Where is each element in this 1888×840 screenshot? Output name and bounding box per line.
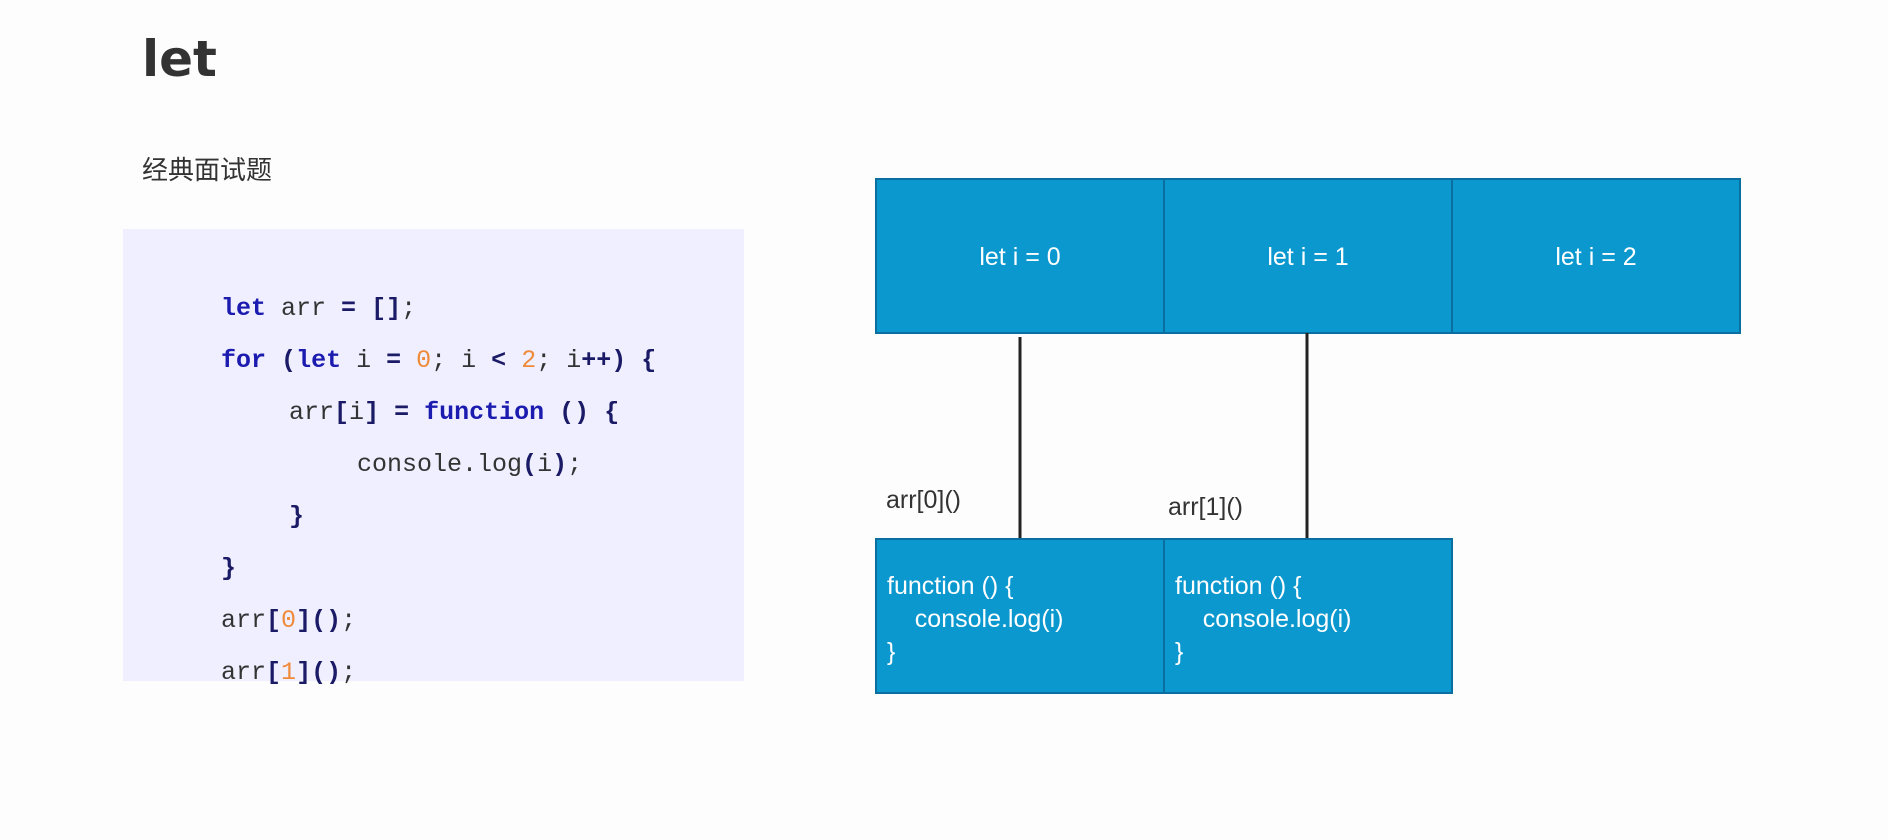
code-line-5: } bbox=[123, 472, 850, 562]
code-line-2: for (let i = 0; i < 2; i++) { bbox=[123, 316, 782, 406]
function-box-1 bbox=[1163, 538, 1453, 694]
fn-line: } bbox=[887, 638, 896, 666]
top-box-1 bbox=[1163, 178, 1453, 334]
fn-line: function () { bbox=[887, 572, 1014, 600]
code-token: { bbox=[641, 346, 657, 375]
code-token: 1 bbox=[281, 658, 297, 687]
code-token: = bbox=[394, 398, 410, 427]
code-line-6: } bbox=[123, 524, 782, 614]
fn-line: console.log(i) bbox=[914, 605, 1064, 633]
fn-line: } bbox=[1175, 638, 1184, 666]
code-token: ; bbox=[401, 294, 417, 323]
top-box-label-2: let i = 2 bbox=[1555, 243, 1637, 271]
code-token: for bbox=[221, 346, 267, 375]
code-token: ; bbox=[341, 606, 357, 635]
code-token: } bbox=[289, 502, 305, 531]
fn-line: function () { bbox=[1175, 572, 1302, 600]
code-token: ] bbox=[364, 398, 380, 427]
code-token: arr bbox=[221, 606, 267, 635]
code-line-8: arr[1](); bbox=[123, 628, 782, 718]
slide-subtitle: 经典面试题 bbox=[142, 156, 273, 186]
code-token: arr bbox=[266, 294, 342, 323]
code-token: ++ bbox=[581, 346, 612, 375]
code-token: ] bbox=[296, 606, 312, 635]
code-token: i bbox=[349, 398, 365, 427]
code-token: 0 bbox=[281, 606, 297, 635]
code-token: 0 bbox=[416, 346, 432, 375]
code-token: ; bbox=[567, 450, 583, 479]
code-token: i bbox=[341, 346, 387, 375]
code-token: () bbox=[311, 658, 342, 687]
code-line-7: arr[0](); bbox=[123, 576, 782, 666]
code-token: ] bbox=[296, 658, 312, 687]
code-token: arr bbox=[289, 398, 335, 427]
function-box-text-0: function () { console.log(i) } bbox=[887, 570, 1063, 669]
code-line-4: console.log(i); bbox=[123, 420, 918, 510]
code-token: [ bbox=[266, 658, 282, 687]
code-block: let arr = []; for (let i = 0; i < 2; i++… bbox=[123, 229, 744, 687]
code-token: function bbox=[424, 398, 545, 427]
top-box-label-0: let i = 0 bbox=[979, 243, 1061, 271]
code-token: 2 bbox=[521, 346, 537, 375]
slide-title: let bbox=[142, 30, 217, 88]
code-token: } bbox=[221, 554, 237, 583]
code-token: = bbox=[341, 294, 357, 323]
function-box-text-1: function () { console.log(i) } bbox=[1175, 570, 1351, 669]
code-token: [ bbox=[266, 606, 282, 635]
code-token: ; i bbox=[431, 346, 492, 375]
code-token: < bbox=[491, 346, 507, 375]
code-token: ( bbox=[281, 346, 297, 375]
code-token: arr bbox=[221, 658, 267, 687]
call-label-1: arr[1]() bbox=[1168, 493, 1243, 521]
function-box-0 bbox=[875, 538, 1165, 694]
code-token: ; i bbox=[536, 346, 582, 375]
code-token: [ bbox=[334, 398, 350, 427]
code-line-1: let arr = []; bbox=[123, 264, 782, 354]
code-token: () bbox=[311, 606, 342, 635]
top-box-2 bbox=[1451, 178, 1741, 334]
code-token: [] bbox=[371, 294, 402, 323]
fn-line: console.log(i) bbox=[1202, 605, 1352, 633]
code-line-3: arr[i] = function () { bbox=[123, 368, 850, 458]
code-token: ( bbox=[522, 450, 538, 479]
code-token: { bbox=[604, 398, 620, 427]
call-label-0: arr[0]() bbox=[886, 486, 961, 514]
code-token: i bbox=[537, 450, 553, 479]
code-token: ) bbox=[552, 450, 568, 479]
code-token: console.log bbox=[357, 450, 523, 479]
code-token: ) bbox=[611, 346, 627, 375]
code-token: let bbox=[221, 294, 267, 323]
top-box-label-1: let i = 1 bbox=[1267, 243, 1349, 271]
code-token: ; bbox=[341, 658, 357, 687]
code-token: () bbox=[559, 398, 590, 427]
code-token: let bbox=[296, 346, 342, 375]
code-token: = bbox=[386, 346, 402, 375]
